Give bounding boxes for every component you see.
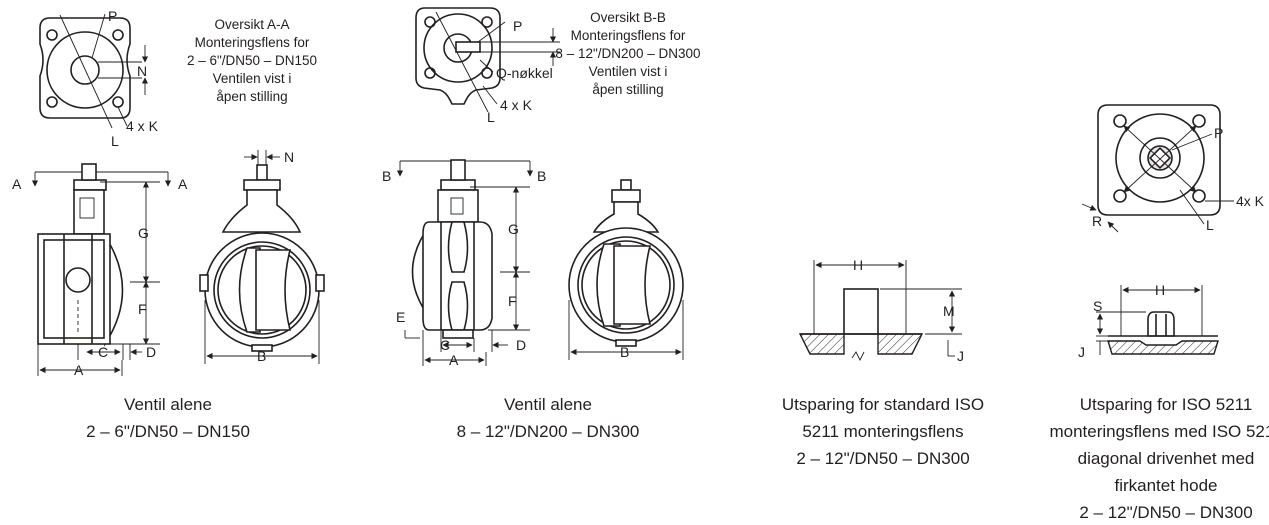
large-valve-label-b-bottom: B <box>620 344 629 360</box>
detail-bb-flange: P Q-nøkkel 4 x K L <box>415 7 560 125</box>
detail-bb-line-3: 8 – 12"/DN200 – DN300 <box>555 46 700 61</box>
detail-aa-flange: P N 4 x K L <box>39 8 159 149</box>
diagonal-recess-section: H S J <box>1078 282 1219 360</box>
standard-recess-drawing: H M J <box>798 257 964 364</box>
small-valve-front-view: N B <box>199 149 325 364</box>
small-valve-label-d: D <box>146 344 156 360</box>
recess-diagonal-label-s: S <box>1093 298 1102 314</box>
detail-bb-label-p: P <box>513 18 522 34</box>
recess-diagonal-label-l: L <box>1206 217 1214 233</box>
recess-standard-label-m: M <box>943 303 955 319</box>
detail-bb-note: Oversikt B-B Monteringsflens for 8 – 12"… <box>555 10 700 97</box>
small-valve-side-view: A A G F C D A <box>12 163 188 378</box>
detail-aa-label-l: L <box>111 133 119 149</box>
recess-diagonal-label-p: P <box>1214 125 1223 141</box>
large-valve-label-b-right: B <box>537 168 546 184</box>
detail-aa-line-2: Monteringsflens for <box>195 35 310 50</box>
recess-diagonal-label-k: 4x K <box>1236 193 1265 209</box>
caption-large-valve: Ventil alene 8 – 12"/DN200 – DN300 <box>457 395 640 441</box>
small-valve-label-b: B <box>257 348 266 364</box>
large-valve-side-view: B B G F E C D A <box>382 159 546 368</box>
large-valve-label-b-left: B <box>382 168 391 184</box>
small-valve-label-f: F <box>138 301 147 317</box>
caption-diagonal-recess-line-2: monteringsflens med ISO 5211 <box>1049 422 1269 441</box>
recess-diagonal-label-h: H <box>1155 282 1165 298</box>
caption-diagonal-recess: Utsparing for ISO 5211 monteringsflens m… <box>1049 395 1269 522</box>
recess-standard-label-j: J <box>957 348 964 364</box>
detail-aa-note: Oversikt A-A Monteringsflens for 2 – 6"/… <box>187 17 317 104</box>
caption-standard-recess: Utsparing for standard ISO 5211 monterin… <box>782 395 984 468</box>
detail-aa-label-p: P <box>108 8 117 24</box>
caption-diagonal-recess-line-1: Utsparing for ISO 5211 <box>1080 395 1253 414</box>
caption-standard-recess-line-1: Utsparing for standard ISO <box>782 395 984 414</box>
caption-diagonal-recess-line-5: 2 – 12"/DN50 – DN300 <box>1079 503 1252 522</box>
small-valve-label-a-right: A <box>178 176 188 192</box>
detail-aa-label-n: N <box>137 63 147 79</box>
detail-bb-label-l: L <box>487 109 495 125</box>
detail-bb-line-1: Oversikt B-B <box>590 10 666 25</box>
recess-diagonal-label-j: J <box>1078 344 1085 360</box>
caption-standard-recess-line-2: 5211 monteringsflens <box>802 422 963 441</box>
detail-aa-line-5: åpen stilling <box>216 89 287 104</box>
large-valve-label-f: F <box>508 293 517 309</box>
caption-standard-recess-line-3: 2 – 12"/DN50 – DN300 <box>796 449 969 468</box>
recess-standard-label-h: H <box>853 257 863 273</box>
detail-aa-line-3: 2 – 6"/DN50 – DN150 <box>187 53 317 68</box>
detail-bb-line-5: åpen stilling <box>592 82 663 97</box>
small-valve-label-n: N <box>284 149 294 165</box>
caption-small-valve-line-2: 2 – 6"/DN50 – DN150 <box>86 422 250 441</box>
detail-bb-label-q: Q-nøkkel <box>496 65 553 81</box>
diagonal-recess-top-view: P 4x K L R <box>1081 104 1265 233</box>
large-valve-label-a: A <box>449 352 459 368</box>
large-valve-label-d: D <box>516 337 526 353</box>
small-valve-label-a-left: A <box>12 176 22 192</box>
caption-small-valve-line-1: Ventil alene <box>124 395 212 414</box>
large-valve-label-c: C <box>440 337 450 353</box>
detail-aa-line-4: Ventilen vist i <box>213 71 292 86</box>
caption-diagonal-recess-line-4: firkantet hode <box>1114 476 1217 495</box>
recess-diagonal-label-r: R <box>1092 213 1102 229</box>
small-valve-label-g: G <box>138 225 149 241</box>
caption-diagonal-recess-line-3: diagonal drivenhet med <box>1078 449 1255 468</box>
caption-small-valve: Ventil alene 2 – 6"/DN50 – DN150 <box>86 395 250 441</box>
detail-aa-line-1: Oversikt A-A <box>214 17 289 32</box>
large-valve-label-g: G <box>508 221 519 237</box>
detail-bb-label-k: 4 x K <box>500 97 533 113</box>
caption-large-valve-line-2: 8 – 12"/DN200 – DN300 <box>457 422 640 441</box>
large-valve-label-e: E <box>396 309 405 325</box>
caption-large-valve-line-1: Ventil alene <box>504 395 592 414</box>
large-valve-front-view: B <box>568 179 684 360</box>
small-valve-label-a-bottom: A <box>74 362 84 378</box>
detail-aa-label-k: 4 x K <box>126 118 159 134</box>
small-valve-label-c: C <box>98 344 108 360</box>
detail-bb-line-4: Ventilen vist i <box>589 64 668 79</box>
detail-bb-line-2: Monteringsflens for <box>571 28 686 43</box>
